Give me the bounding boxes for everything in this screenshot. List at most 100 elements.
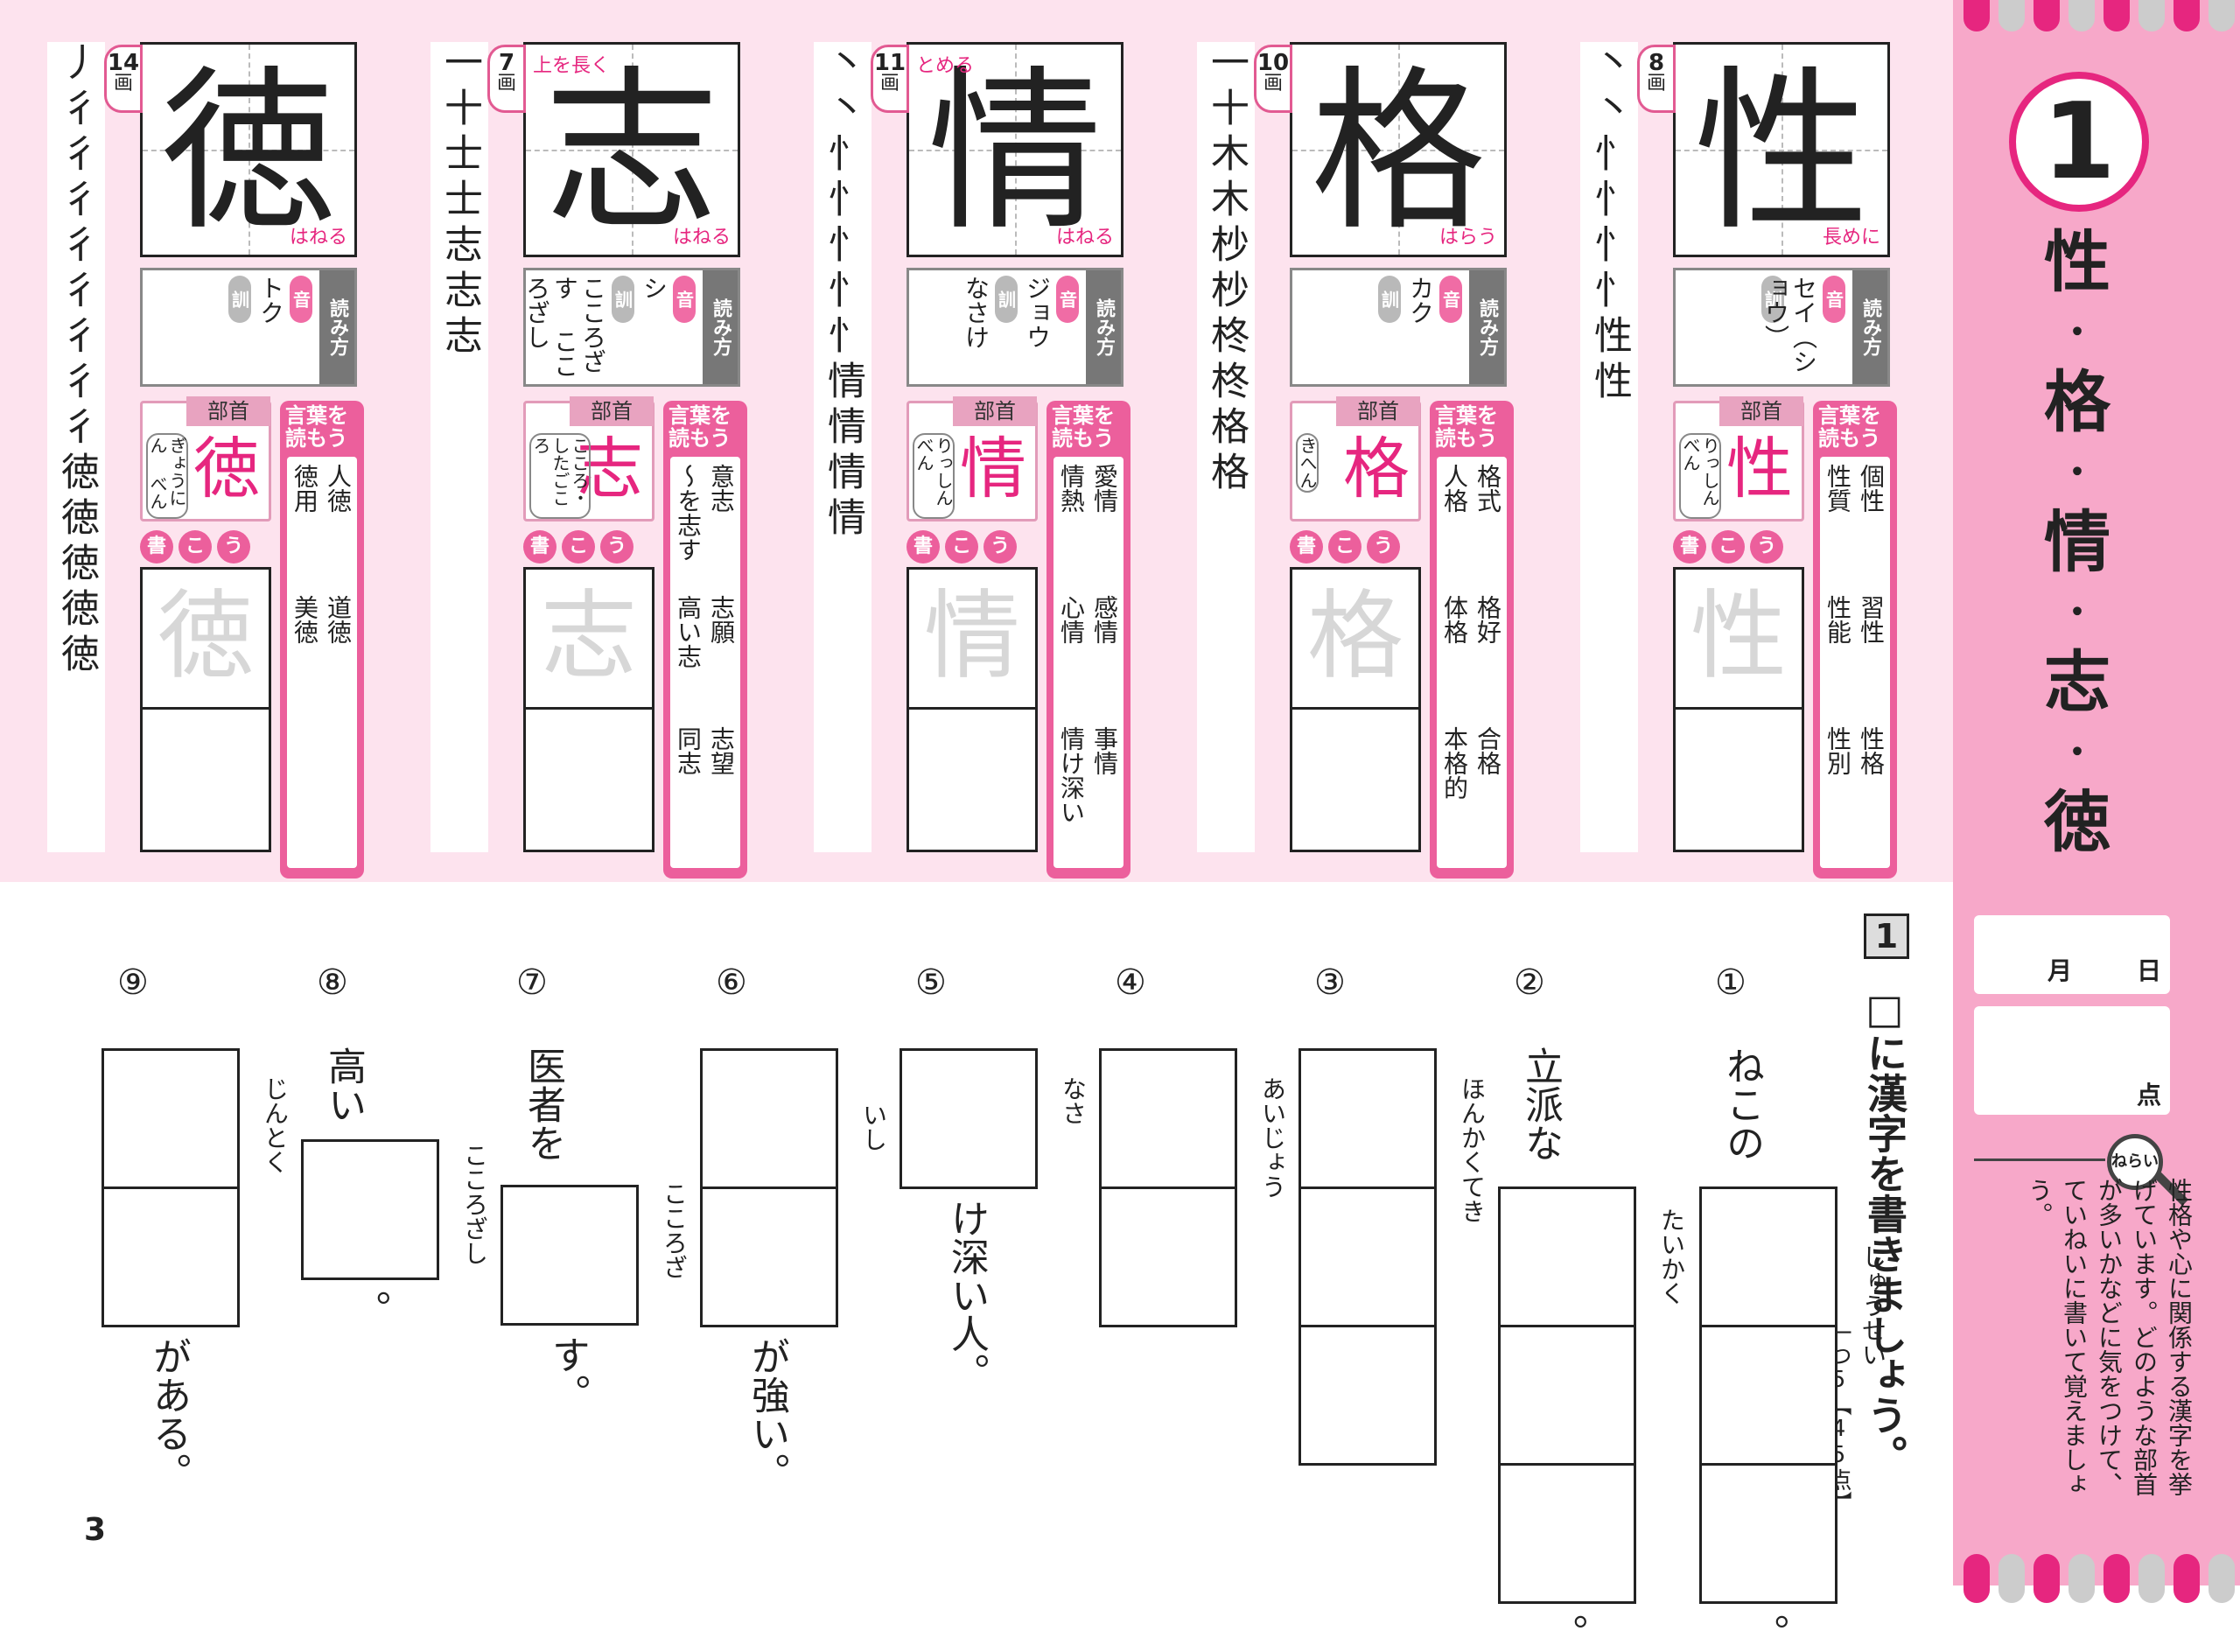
answer-box[interactable]: [1699, 1325, 1838, 1466]
bushu-label: 部首: [1719, 396, 1803, 426]
bushu-char: 情: [960, 430, 1026, 508]
bushu-box: 部首志こころ・したごころ: [523, 396, 654, 522]
practice-label-char: 書: [1673, 530, 1706, 564]
stripe-decoration: [2034, 0, 2060, 32]
stroke-order-text: 丶丶忄忄忄忄忄情情情情: [821, 42, 865, 542]
lesson-title-char: 徳: [2044, 783, 2110, 861]
practice-cell[interactable]: 情: [909, 570, 1035, 710]
word-list-label: 言葉を読もう: [668, 403, 732, 451]
word-list: 言葉を読もう格式人格格好体格合格本格的: [1430, 401, 1514, 878]
word-list: 言葉を読もう意志〜を志す志願高い志志望同志: [663, 401, 747, 878]
on-tag: 音: [673, 276, 696, 323]
practice-cell[interactable]: 徳: [143, 570, 269, 710]
reading-label: 読み方: [703, 270, 738, 384]
practice-boxes[interactable]: 情: [906, 567, 1038, 852]
question-number: ①: [1715, 962, 1746, 1003]
answer-box[interactable]: [1699, 1186, 1838, 1327]
answer-box[interactable]: [1298, 1048, 1437, 1189]
word: 心情: [1057, 595, 1086, 644]
stripe-decoration: [2068, 1554, 2095, 1603]
practice-boxes[interactable]: 志: [523, 567, 654, 852]
answer-box[interactable]: [1498, 1463, 1636, 1604]
on-reading: トク: [256, 276, 285, 325]
word: 本格的: [1440, 726, 1469, 800]
furigana: しゅうせい: [1858, 1244, 1887, 1367]
bushu-char: 徳: [193, 430, 260, 508]
answer-box[interactable]: [900, 1048, 1038, 1189]
word: 格式: [1474, 464, 1502, 513]
answer-box[interactable]: [1298, 1186, 1437, 1327]
answer-box[interactable]: [1498, 1325, 1636, 1466]
bushu-box: 部首徳ぎょうにん べん: [140, 396, 271, 522]
lesson-title-char: 性: [2044, 223, 2110, 301]
word-list: 言葉を読もう個性性質習性性能性格性別: [1813, 401, 1897, 878]
stripe-decoration: [2208, 0, 2235, 32]
answer-box[interactable]: [1099, 1186, 1237, 1327]
furigana: あいじょう: [1258, 1076, 1287, 1199]
answer-box[interactable]: [1298, 1325, 1437, 1466]
answer-box[interactable]: [301, 1139, 439, 1280]
practice-label-char: う: [1750, 530, 1783, 564]
practice-label-char: う: [984, 530, 1017, 564]
stroke-count: 11: [873, 50, 906, 76]
answer-box[interactable]: [1498, 1186, 1636, 1327]
stroke-unit: 画: [1646, 73, 1666, 94]
practice-boxes[interactable]: 徳: [140, 567, 271, 852]
reading-label: 読み方: [1086, 270, 1121, 384]
bushu-box: 部首情りっしん べん: [906, 396, 1038, 522]
answer-box[interactable]: [500, 1185, 639, 1326]
guide-line: [143, 150, 354, 151]
practice-boxes[interactable]: 格: [1290, 567, 1421, 852]
stroke-order: 一十木木杪杪柊柊格格: [1197, 42, 1255, 852]
answer-box[interactable]: [1699, 1463, 1838, 1604]
reading-box: 読み方音訓セイ（ショウ）: [1673, 268, 1890, 387]
model-kanji: 性: [1693, 51, 1869, 255]
question-number: ⑨: [117, 962, 149, 1003]
word: 愛情: [1090, 464, 1119, 513]
stroke-order: 丿彳彳彳彳彳彳彳彳徳徳徳徳徳: [47, 42, 105, 852]
question-text-after: け深い人。: [944, 1199, 989, 1391]
reading-label: 読み方: [1469, 270, 1504, 384]
practice-cell[interactable]: 格: [1292, 570, 1418, 710]
practice-boxes[interactable]: 性: [1673, 567, 1804, 852]
answer-box[interactable]: [700, 1048, 838, 1189]
practice-cell[interactable]: 性: [1676, 570, 1802, 710]
question-number: ⑥: [716, 962, 747, 1003]
answer-box[interactable]: [1099, 1048, 1237, 1189]
word: 事情: [1090, 726, 1119, 775]
question-number: ⑤: [915, 962, 947, 1003]
answer-box[interactable]: [102, 1048, 240, 1189]
word-list-body: 愛情情熱感情心情事情情け深い: [1054, 457, 1124, 868]
lesson-number-circle: 1: [2009, 72, 2149, 212]
side-panel: 1 性・格・情・志・徳 月 日 点 ねらい 性格や心に関係する漢字を挙げています…: [1953, 0, 2240, 1603]
reading-label: 読み方: [1852, 270, 1887, 384]
model-kanji: 情: [927, 51, 1102, 255]
stroke-order: 丶丶忄忄忄忄性性: [1580, 42, 1638, 852]
instruction: □に漢字を書きましょう。: [1861, 985, 1908, 1475]
answer-box[interactable]: [700, 1186, 838, 1327]
lesson-title-char: 情: [2044, 503, 2110, 581]
trace-kanji: 格: [1307, 580, 1404, 692]
aim-badge: ねらい: [2107, 1134, 2163, 1190]
answer-box[interactable]: [102, 1186, 240, 1327]
kun-tag: 訓: [995, 276, 1018, 323]
gap: [1255, 42, 1270, 852]
question-number: ⑧: [317, 962, 348, 1003]
practice-label-char: う: [1367, 530, 1400, 564]
word-list-label: 言葉を読もう: [1818, 403, 1881, 451]
word: 道徳: [324, 595, 353, 644]
bushu-label: 部首: [1336, 396, 1420, 426]
reading-box: 読み方音訓ジョウなさけ: [906, 268, 1124, 387]
question-text-after: 。: [1744, 1614, 1788, 1652]
practice-cell[interactable]: 志: [526, 570, 652, 710]
day-label: 日: [2137, 956, 2162, 985]
stroke-order: 一十士士志志志: [430, 42, 488, 852]
stroke-count: 10: [1256, 50, 1290, 76]
stroke-order-text: 一十木木杪杪柊柊格格: [1204, 42, 1249, 497]
bushu-name: きへん: [1296, 433, 1319, 493]
reading-label: 読み方: [319, 270, 354, 384]
